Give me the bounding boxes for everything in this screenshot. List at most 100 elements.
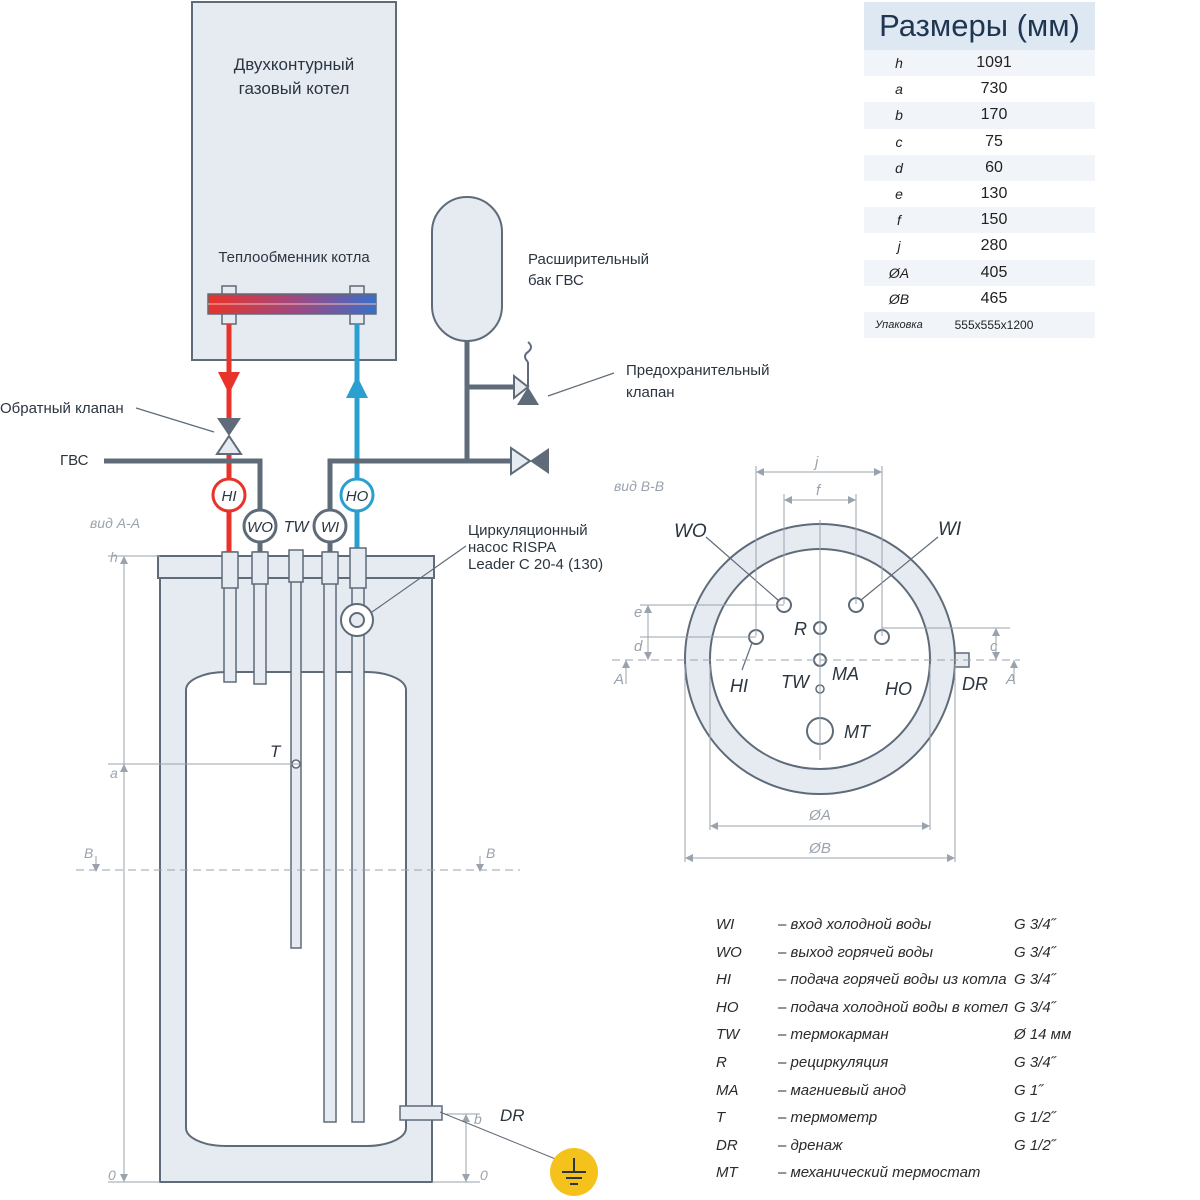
legend-description: – дренаж xyxy=(778,1136,843,1154)
plan-dim-f-label: f xyxy=(816,482,822,499)
tube-wo-fitting xyxy=(251,551,269,585)
check-valve-icon xyxy=(215,418,243,455)
port-ho-circle xyxy=(339,477,375,513)
dimensions-table-value: 280 xyxy=(980,237,1008,255)
dimensions-table-row: e 130 xyxy=(864,180,1095,208)
heat-exchanger-label: Теплообменник котла xyxy=(218,249,370,266)
tube-wi xyxy=(323,551,337,1123)
boiler-label-line1: Двухконтурный xyxy=(234,55,355,74)
legend-row: TW – термокарман Ø 14 мм xyxy=(716,1022,1196,1050)
drain-label: DR xyxy=(500,1106,525,1125)
legend-description: – магниевый анод xyxy=(778,1081,907,1099)
plan-dim-db-label: ØB xyxy=(808,840,831,857)
dimensions-table-value: 555x555x1200 xyxy=(954,317,1034,332)
dimensions-table-value: 60 xyxy=(985,158,1003,176)
legend-row: MA – магниевый анод G 1˝ xyxy=(716,1078,1196,1106)
plan-tw-label: TW xyxy=(781,672,811,692)
dimensions-table-key: e xyxy=(895,185,903,202)
dim-h-label: h xyxy=(110,549,118,565)
dim-zero-left-label: 0 xyxy=(108,1167,116,1183)
dimensions-table-key: a xyxy=(895,81,903,98)
plan-dr-label: DR xyxy=(962,674,988,694)
dhw-label: ГВС xyxy=(60,452,89,469)
dimensions-table-value: 730 xyxy=(980,80,1008,98)
legend-size: G 1/2˝ xyxy=(1014,1136,1056,1154)
check-valve-leader xyxy=(135,407,215,433)
ground-icon xyxy=(439,1111,598,1196)
dimensions-table-key: h xyxy=(895,55,903,71)
pump-label-line3: Leader C 20-4 (130) xyxy=(468,556,603,573)
dimensions-table-key: j xyxy=(897,238,901,255)
tube-hi-fitting xyxy=(221,551,239,589)
dim-b-left-label: B xyxy=(84,845,93,861)
legend-row: T – термометр G 1/2˝ xyxy=(716,1105,1196,1133)
legend-code: MT xyxy=(716,1164,738,1182)
tube-tw-fitting xyxy=(288,549,304,583)
dim-zero-right-label: 0 xyxy=(480,1167,488,1183)
pump-label-line2: насос RISPA xyxy=(468,539,556,556)
tube-ho xyxy=(351,551,365,1123)
legend-code: MA xyxy=(716,1081,739,1099)
plan-mt-label: MT xyxy=(844,722,872,742)
legend-code: HO xyxy=(716,998,739,1016)
pump-label-line1: Циркуляционный xyxy=(468,522,588,539)
legend-size: G 3/4˝ xyxy=(1014,998,1056,1016)
dim-b-label: b xyxy=(474,1111,482,1127)
tube-tw xyxy=(290,551,302,949)
legend-code: TW xyxy=(716,1026,740,1044)
legend-description: – рециркуляция xyxy=(778,1053,889,1071)
dimensions-table-key: f xyxy=(897,212,901,229)
legend-code: HI xyxy=(716,971,731,989)
expansion-tank-label-line2: бак ГВС xyxy=(528,272,584,289)
safety-valve-leader xyxy=(547,372,615,397)
legend-size: G 1/2˝ xyxy=(1014,1109,1056,1127)
dimensions-table-key: ØA xyxy=(888,264,910,281)
dimensions-table-value: 150 xyxy=(980,211,1008,229)
plan-ho-label: HO xyxy=(885,679,912,699)
plan-dim-e-label: e xyxy=(634,604,642,621)
port-hi-label: HI xyxy=(222,488,237,505)
plan-dim-j-label: j xyxy=(813,454,819,471)
legend-description: – термокарман xyxy=(778,1026,889,1044)
dimensions-table-value: 1091 xyxy=(976,54,1012,71)
boiler-label-line2: газовый котел xyxy=(239,79,350,98)
view-bb-label: вид B-B xyxy=(614,478,664,494)
dimensions-table-row: h 1091 xyxy=(864,50,1095,77)
legend-size: G 3/4˝ xyxy=(1014,1053,1056,1071)
legend-code: T xyxy=(716,1109,726,1127)
dimensions-table-row: f 150 xyxy=(864,207,1095,234)
pump-leader xyxy=(371,545,467,613)
legend-description: – выход горячей воды xyxy=(778,943,934,961)
dimensions-table-key: ØB xyxy=(888,290,910,307)
plan-wo-label: WO xyxy=(674,521,707,542)
thermometer-label: T xyxy=(270,742,282,761)
plan-wi-label: WI xyxy=(938,519,962,540)
shutoff-valve-icon xyxy=(510,446,549,476)
legend-size: Ø 14 мм xyxy=(1014,1026,1072,1044)
legend-size: G 1˝ xyxy=(1014,1081,1044,1099)
port-tw-label: TW xyxy=(284,519,311,536)
legend-size: G 3/4˝ xyxy=(1014,943,1056,961)
pump-icon xyxy=(340,603,374,637)
legend-description: – термометр xyxy=(778,1109,878,1127)
legend-size: G 3/4˝ xyxy=(1014,916,1056,933)
port-hi-circle xyxy=(211,477,247,513)
dimensions-table-key: Упаковка xyxy=(875,318,923,331)
dimensions-table-key: b xyxy=(895,107,903,124)
legend-code: WI xyxy=(716,916,735,933)
plan-dim-a-right-label: A xyxy=(1005,671,1016,688)
legend-description: – механический термостат xyxy=(778,1164,981,1182)
dimensions-table-title: Размеры (мм) xyxy=(864,2,1095,50)
dimensions-table-value: 130 xyxy=(980,184,1008,202)
port-wo-label: WO xyxy=(247,519,273,536)
